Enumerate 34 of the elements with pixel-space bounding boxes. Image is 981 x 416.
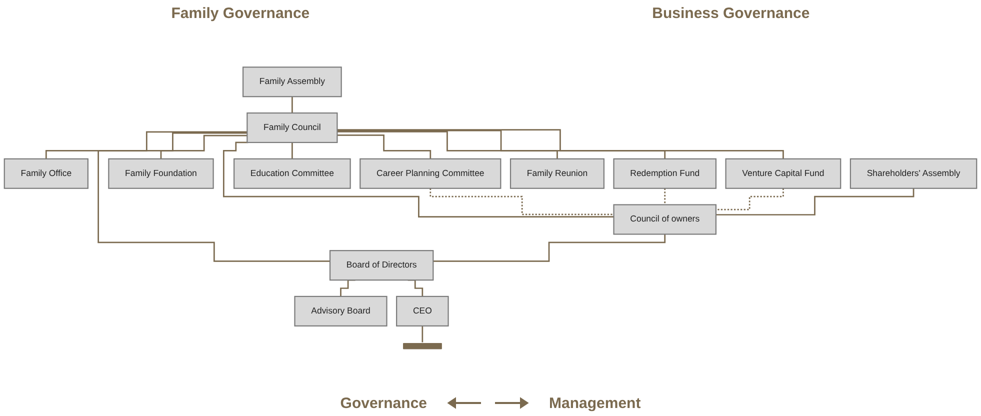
connector: [160, 134, 248, 160]
node-box: Family Foundation: [108, 158, 214, 189]
connector: [430, 188, 614, 216]
heading-label: Business Governance: [652, 4, 810, 22]
connector: [716, 188, 784, 210]
connector: [337, 134, 432, 160]
node-box: Board of Directors: [329, 250, 434, 281]
connector: [98, 132, 330, 262]
node-box: Redemption Fund: [613, 158, 716, 189]
connector: [337, 129, 784, 160]
node-box: Venture Capital Fund: [725, 158, 842, 189]
connector: [433, 234, 666, 262]
connector: [222, 142, 614, 218]
connector: [45, 131, 248, 160]
connector: [292, 96, 293, 114]
connector: [716, 188, 914, 216]
node-box: Education Committee: [234, 158, 351, 189]
connector: [292, 142, 293, 160]
connector: [664, 188, 666, 206]
node-box: Family Office: [4, 158, 88, 189]
connector: [337, 130, 558, 160]
connector: [337, 130, 666, 160]
node-box: Family Assembly: [242, 66, 342, 98]
connector: [422, 325, 424, 343]
node-box: Career Planning Committee: [360, 158, 502, 189]
direction-label: Management: [549, 394, 641, 412]
node-box: Family Council: [246, 112, 338, 144]
direction-label: Governance: [340, 394, 428, 412]
node-box: Advisory Board: [294, 296, 388, 326]
node-box: Council of owners: [613, 204, 716, 235]
heading-label: Family Governance: [171, 4, 310, 22]
node-box: CEO: [396, 296, 449, 326]
node-box: Family Reunion: [510, 158, 604, 189]
node-box: Shareholders' Assembly: [850, 158, 978, 189]
